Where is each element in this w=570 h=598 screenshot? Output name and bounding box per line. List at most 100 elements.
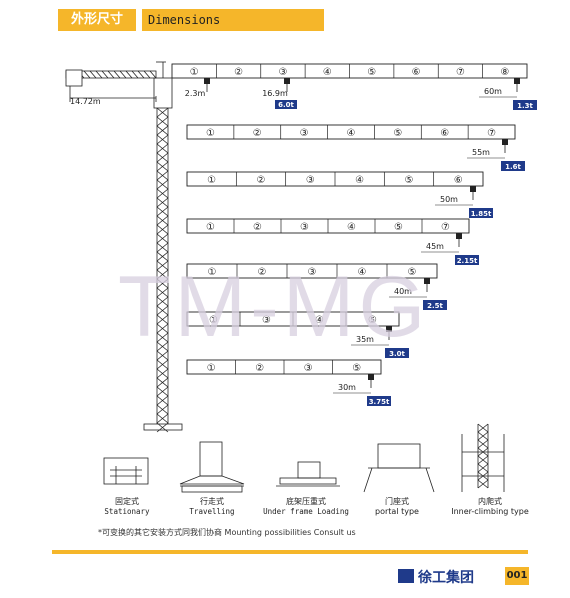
jib-segment-number: ③: [262, 315, 271, 326]
base-label-en: Travelling: [189, 507, 235, 516]
jib-segment-number: ④: [358, 267, 367, 278]
tip-load-badge: [455, 255, 479, 265]
trolley-hook-icon: [456, 233, 462, 239]
radius-label: 30m: [338, 383, 356, 392]
jib-segment-number: ②: [257, 175, 266, 186]
travelling-base-icon: [179, 441, 245, 493]
tip-load-badge: [385, 348, 409, 358]
trolley-hook-icon: [514, 78, 520, 84]
jib-segment-number: ①: [206, 222, 215, 233]
radius-label: 45m: [426, 242, 444, 251]
jib-segment-number: ①: [207, 175, 216, 186]
jib-segment-number: ⑤: [408, 267, 417, 278]
page-number: 001: [505, 567, 529, 585]
jib-segment-number: ⑤: [405, 175, 414, 186]
jib-segment-number: ⑦: [441, 222, 450, 233]
jib-outline: [186, 263, 438, 279]
base-label-cn: 内爬式: [478, 497, 502, 506]
jib-segment-number: ②: [255, 363, 264, 374]
tip-load-badge: [469, 208, 493, 218]
base-label-cn: 底架压重式: [286, 497, 326, 506]
trolley-hook-icon: [424, 278, 430, 284]
tip-load-label: 2.5t: [427, 302, 443, 310]
jib-segment-number: ③: [304, 363, 313, 374]
jib-segment-number: ③: [300, 128, 309, 139]
trolley-hook-icon: [386, 326, 392, 332]
tip-load-badge: [513, 100, 537, 110]
radius-label: 2.3m: [185, 89, 206, 98]
jib-segment-number: ⑤: [367, 67, 376, 78]
radius-label: 40m: [394, 287, 412, 296]
intermediate-load-badge: [275, 100, 297, 109]
crane-tower: [143, 61, 183, 433]
counter-jib: [65, 69, 157, 102]
tip-load-label: 3.75t: [369, 398, 390, 406]
jib-segment-number: ④: [347, 222, 356, 233]
header-title-cn: 外形尺寸: [58, 9, 136, 31]
base-label-travelling: 行走式 Travelling: [172, 497, 252, 517]
jib-segment-number: ②: [258, 267, 267, 278]
tip-load-label: 1.3t: [517, 102, 533, 110]
base-label-portal: 门座式 portal type: [358, 497, 436, 517]
tip-load-label: 3.0t: [389, 350, 405, 358]
jib-segment-number: ⑤: [352, 363, 361, 374]
section-header: 外形尺寸 Dimensions: [58, 9, 324, 31]
tip-load-label: 1.6t: [505, 163, 521, 171]
jib-segment-number: ④: [355, 175, 364, 186]
jib-segment-number: ④: [323, 67, 332, 78]
under-frame-loading-icon: [276, 461, 340, 487]
base-label-under-frame: 底架压重式 Under frame Loading: [250, 497, 362, 517]
base-label-cn: 门座式: [385, 497, 409, 506]
stationary-base-icon: [103, 457, 149, 485]
radius-label: 16.9m: [262, 89, 288, 98]
jib-segment-number: ①: [206, 128, 215, 139]
intermediate-load-label: 6.0t: [278, 101, 294, 109]
jib-segment-number: ⑥: [440, 128, 449, 139]
base-types: [103, 423, 505, 493]
jib-segment-number: ④: [347, 128, 356, 139]
tip-load-badge: [501, 161, 525, 171]
jib-segment-number: ③: [278, 67, 287, 78]
jib-segment-number: ②: [253, 222, 262, 233]
portal-base-icon: [363, 443, 435, 493]
jib-segment-number: ⑥: [454, 175, 463, 186]
jib-segment-number: ⑥: [412, 67, 421, 78]
jib-segment-number: ①: [208, 267, 217, 278]
base-label-en: Inner-climbing type: [451, 507, 529, 516]
radius-label: 35m: [356, 335, 374, 344]
base-label-cn: 行走式: [200, 497, 224, 506]
counter-jib-length-label: 14.72m: [70, 97, 101, 106]
base-label-inner-climbing: 内爬式 Inner-climbing type: [438, 497, 542, 517]
radius-label: 60m: [484, 87, 502, 96]
inner-climbing-icon: [461, 423, 505, 492]
brand-logo-icon: [398, 569, 414, 583]
jib-segment-number: ③: [306, 175, 315, 186]
jib-segment-number: ⑤: [368, 315, 377, 326]
jib-segment-number: ⑦: [456, 67, 465, 78]
tip-load-badge: [367, 396, 391, 406]
tip-load-label: 2.15t: [457, 257, 478, 265]
jib-segment-number: ①: [190, 67, 199, 78]
jib-segment-number: ③: [308, 267, 317, 278]
jib-segment-number: ⑤: [393, 128, 402, 139]
base-label-cn: 固定式: [115, 497, 139, 506]
brand-name: 徐工集团: [418, 570, 474, 586]
jib-segment-number: ⑦: [487, 128, 496, 139]
jib-segment-number: ③: [300, 222, 309, 233]
trolley-hook-icon: [284, 78, 290, 84]
jib-segment-number: ②: [253, 128, 262, 139]
radius-label: 50m: [440, 195, 458, 204]
base-label-en: portal type: [375, 507, 419, 516]
header-title-en: Dimensions: [142, 9, 324, 31]
jib-segment-number: ②: [234, 67, 243, 78]
mounting-note: *可变换的其它安装方式同我们协商 Mounting possibilities …: [98, 528, 356, 537]
trolley-hook-icon: [470, 186, 476, 192]
base-label-en: Under frame Loading: [263, 507, 349, 516]
